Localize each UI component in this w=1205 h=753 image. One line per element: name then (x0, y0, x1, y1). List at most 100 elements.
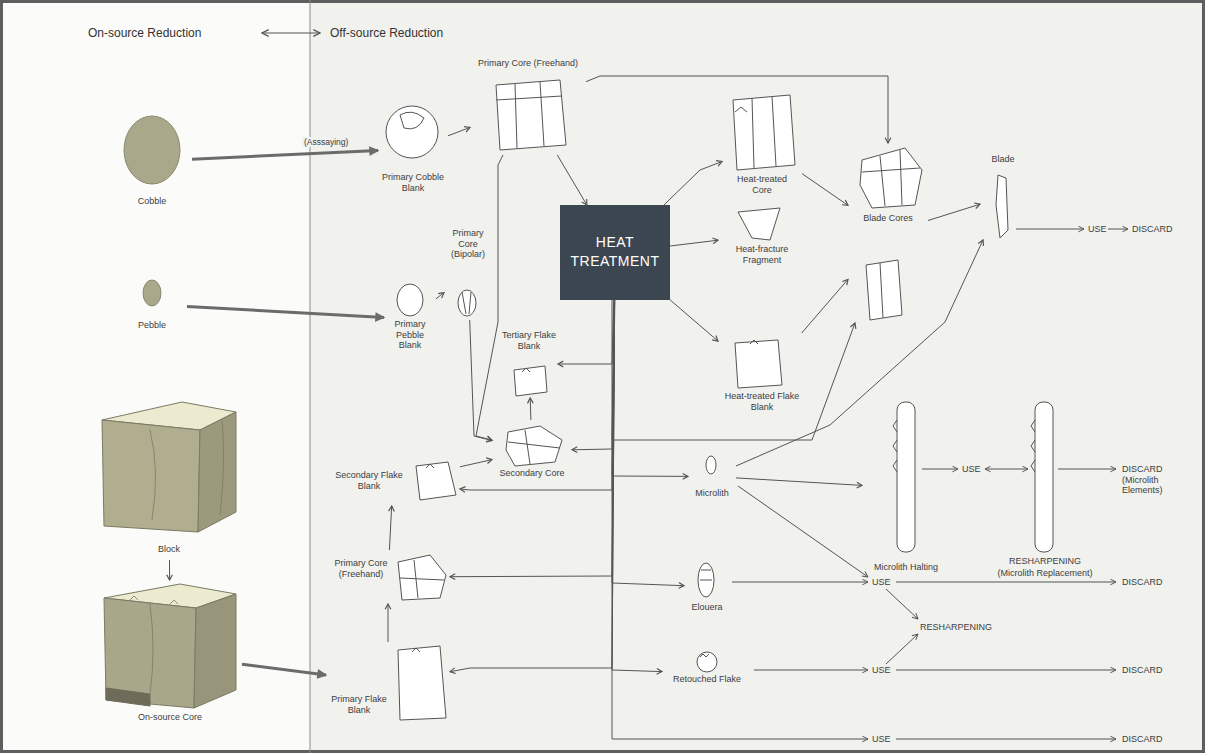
flow-connector (612, 300, 856, 440)
connector-line (802, 279, 848, 333)
connector-line (187, 307, 384, 318)
flow-connector (450, 300, 615, 580)
resharpening: RESHARPENING(Microlith Replacement) (980, 398, 1110, 592)
arrow-head (885, 138, 891, 143)
flow-connector (192, 147, 378, 159)
flow-connector (436, 293, 444, 299)
flow-label: USE (872, 734, 891, 745)
flow-connector (527, 398, 533, 420)
connector-line (586, 76, 888, 143)
blade: Blade (980, 154, 1026, 240)
node-label: Retouched Flake (662, 674, 752, 685)
flow-connector (167, 560, 173, 580)
flow-connector (389, 506, 395, 550)
process-box: HEAT TREATMENT (560, 205, 670, 300)
flow-connector (586, 76, 891, 143)
blade-cores: Blade Cores (848, 143, 928, 323)
arrow-head (450, 574, 455, 580)
flow-connector (664, 161, 722, 205)
node-label: Primary Pebble Blank (384, 319, 436, 351)
block: Block (98, 398, 240, 560)
flow-connector (670, 300, 718, 341)
arrow-head (167, 575, 173, 580)
connector-line (460, 460, 492, 467)
connector-line (558, 300, 614, 364)
flow-connector (242, 664, 326, 678)
cobble-blank: Primary Cobble Blank (378, 100, 448, 198)
flow-connector (736, 478, 862, 488)
microlith-halting: Microlith Halting (862, 398, 950, 578)
arrow-head (486, 458, 492, 464)
connector-line (450, 300, 615, 577)
connector-line (802, 174, 848, 206)
flow-connector (460, 458, 492, 467)
flow-connector (448, 127, 470, 136)
node-label: (Microlith Replacement) (980, 568, 1110, 579)
arrow-head (712, 336, 718, 342)
core-bipolar: Primary Core (Bipolar) (444, 228, 492, 320)
connector-line (388, 604, 389, 642)
connector-line (572, 300, 614, 450)
connector-line (476, 155, 503, 440)
arrow-head (842, 200, 848, 205)
flow-label: USE (962, 464, 981, 475)
flow-connector (557, 155, 587, 205)
heat-fragment: Heat-fracture Fragment (718, 203, 806, 267)
flow-connector (612, 300, 662, 674)
arrow-head (460, 487, 466, 493)
connector-line (436, 293, 444, 299)
flow-label: USE (872, 665, 891, 676)
secondary-blank: Secondary Flake Blank (326, 458, 460, 506)
connector-line (448, 127, 470, 135)
node-label: Heat-treated Flake Blank (718, 391, 806, 412)
node-label: Microlith (688, 488, 736, 499)
arrow-head (679, 583, 684, 589)
flow-connector (187, 307, 384, 321)
connector-line (612, 300, 855, 440)
connector-line (928, 204, 980, 220)
arrow-head (558, 361, 563, 367)
core-freehand: Primary Core (Freehand) (470, 56, 586, 155)
on-source-core: On-source Core (98, 580, 242, 730)
flow-label: DISCARD (Microlith Elements) (1122, 464, 1200, 496)
primary-blank: Primary Flake Blank (326, 642, 450, 724)
section-heading: Off-source Reduction (330, 26, 443, 40)
flow-connector (385, 604, 391, 642)
arrow-head (376, 313, 384, 321)
node-label: Heat-treated Core (732, 174, 792, 195)
arrow-head (850, 323, 855, 329)
flow-connector (802, 279, 848, 333)
connector-line (612, 300, 662, 672)
node-label: Elouera (684, 602, 730, 613)
microlith: Microlith (688, 452, 736, 501)
core-freehand: Primary Core (Freehand) (326, 550, 450, 604)
arrow-head (486, 436, 492, 442)
tertiary-blank: Tertiary Flake Blank (500, 330, 558, 398)
flow-connector (476, 155, 503, 442)
node-label: RESHARPENING (980, 556, 1110, 567)
flow-label: USE (872, 577, 891, 588)
heat-flake-blank: Heat-treated Flake Blank (718, 333, 806, 425)
node-label: Secondary Core (492, 468, 572, 479)
connector-line (460, 300, 614, 490)
flow-connector (558, 300, 614, 367)
flow-connector (612, 300, 688, 479)
elouera: Elouera (684, 558, 730, 615)
node-label: Secondary Flake Blank (326, 470, 412, 491)
node-label: Primary Flake Blank (326, 694, 392, 715)
heat-treated-core: Heat-treated Core (722, 90, 802, 202)
node-label: Blade Cores (848, 213, 928, 224)
connector-line (530, 398, 532, 420)
node-label: Heat-fracture Fragment (718, 244, 806, 265)
flow-label: DISCARD (1122, 665, 1163, 676)
node-label: Microlith Halting (862, 562, 950, 573)
flow-label: RESHARPENING (920, 622, 992, 633)
flow-label: DISCARD (1132, 224, 1173, 235)
arrow-head (317, 670, 326, 678)
node-label: Primary Core (Bipolar) (444, 228, 492, 260)
connector-line (557, 155, 587, 205)
arrow-head (385, 604, 391, 609)
flow-connector (612, 300, 684, 588)
pebble-blank: Primary Pebble Blank (384, 283, 436, 355)
